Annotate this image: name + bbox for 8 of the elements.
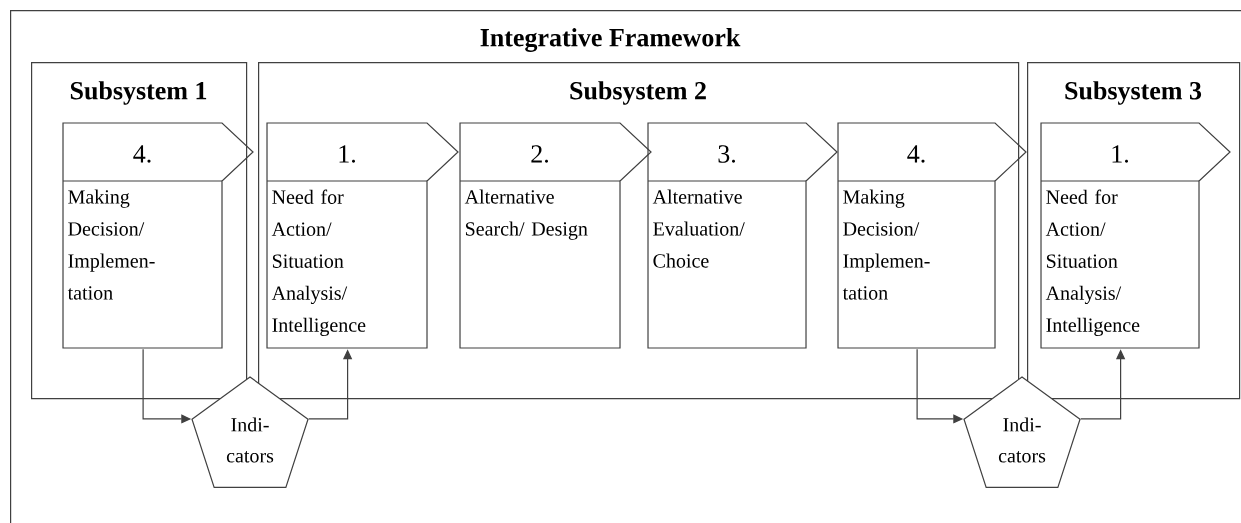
step-box: 3. Alternative Evaluation/ Choice: [647, 122, 838, 349]
indicator-pentagon: Indi- cators: [191, 376, 309, 488]
step-box: 4. Making Decision/ Implemen- tation: [62, 122, 254, 349]
indicator-pentagon: Indi- cators: [963, 376, 1081, 488]
step-box: 2. Alternative Search/ Design: [459, 122, 652, 349]
step-box: 4. Making Decision/ Implemen- tation: [837, 122, 1027, 349]
step-box: 1. Need for Action/ Situation Analysis/ Intelligence: [1040, 122, 1231, 349]
step-box: 1. Need for Action/ Situation Analysis/ Intelligence: [266, 122, 459, 349]
